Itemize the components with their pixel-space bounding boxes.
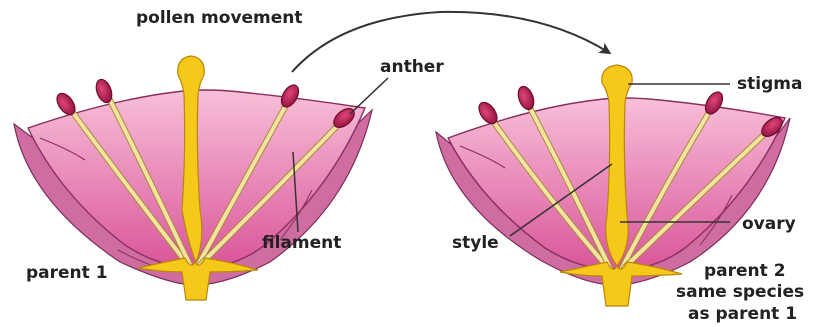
label-style: style: [452, 233, 499, 253]
label-parent-2: parent 2: [704, 261, 786, 281]
label-same-species: same species: [676, 282, 804, 302]
curved-arrow-icon: [292, 12, 608, 72]
label-filament: filament: [262, 233, 341, 253]
label-pollen-movement: pollen movement: [136, 8, 303, 28]
label-anther: anther: [380, 57, 444, 77]
label-stigma: stigma: [737, 74, 802, 94]
right-anther-2: [515, 84, 536, 111]
label-parent-1: parent 1: [26, 263, 108, 283]
label-ovary: ovary: [742, 214, 796, 234]
label-as-parent-1: as parent 1: [688, 304, 797, 324]
anther-leader: [350, 78, 388, 114]
right-receptacle: [560, 262, 682, 306]
